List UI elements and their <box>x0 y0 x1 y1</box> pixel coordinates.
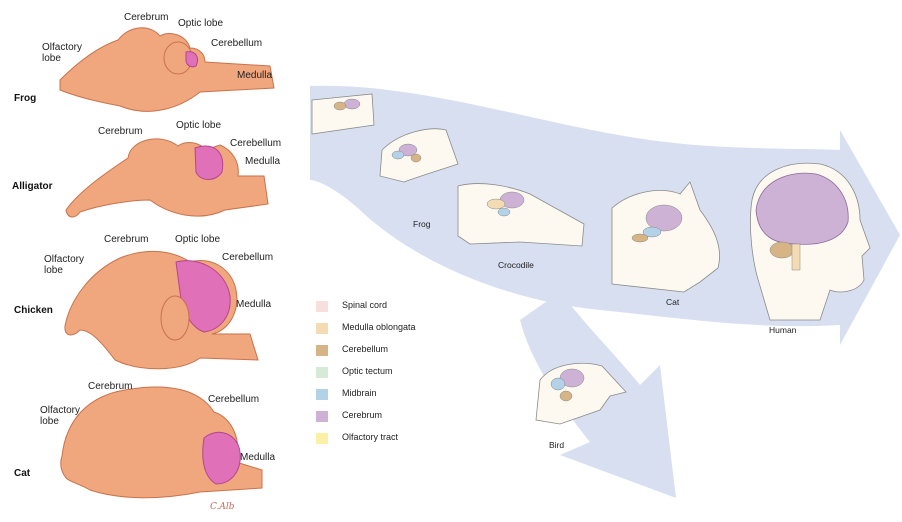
cat-medulla-label: Medulla <box>240 452 275 463</box>
legend-label: Medulla oblongata <box>342 322 416 332</box>
alligator-cerebrum-label: Cerebrum <box>98 126 142 137</box>
chicken-optic-lobe-label: Optic lobe <box>175 234 220 245</box>
chicken-cerebellum-label: Cerebellum <box>222 252 273 263</box>
chicken-cerebrum-label: Cerebrum <box>104 234 148 245</box>
alligator-cerebellum-label: Cerebellum <box>230 138 281 149</box>
evolution-label-human: Human <box>769 325 796 335</box>
alligator-optic-lobe-label: Optic lobe <box>176 120 221 131</box>
chicken-olfactory-lobe-label: Olfactory lobe <box>44 254 84 276</box>
artist-signature: C.Alb <box>210 502 235 512</box>
legend-label: Cerebellum <box>342 344 388 354</box>
evolution-label-frog: Frog <box>413 219 430 229</box>
frog-medulla-label: Medulla <box>237 70 272 81</box>
frog-cerebrum-label: Cerebrum <box>124 12 168 23</box>
species-cat-label: Cat <box>14 468 30 479</box>
legend-swatch <box>316 345 328 356</box>
frog-optic-lobe-label: Optic lobe <box>178 18 223 29</box>
cat-cerebrum-label: Cerebrum <box>88 381 132 392</box>
species-chicken-label: Chicken <box>14 305 53 316</box>
legend-swatch <box>316 301 328 312</box>
legend-label: Olfactory tract <box>342 432 398 442</box>
legend-swatch <box>316 433 328 444</box>
frog-cerebellum-label: Cerebellum <box>211 38 262 49</box>
legend-swatch <box>316 411 328 422</box>
alligator-medulla-label: Medulla <box>245 156 280 167</box>
legend-label: Spinal cord <box>342 300 387 310</box>
legend-swatch <box>316 389 328 400</box>
legend-swatch <box>316 367 328 378</box>
alligator-brain-illustration <box>66 139 268 217</box>
legend-label: Optic tectum <box>342 366 393 376</box>
legend-swatch <box>316 323 328 334</box>
evolution-label-bird: Bird <box>549 440 564 450</box>
evolution-label-crocodile: Crocodile <box>498 260 534 270</box>
cat-cerebellum-label: Cerebellum <box>208 394 259 405</box>
legend-label: Midbrain <box>342 388 377 398</box>
species-frog-label: Frog <box>14 93 36 104</box>
evolution-label-cat: Cat <box>666 297 679 307</box>
chicken-brain-illustration <box>65 251 258 368</box>
species-alligator-label: Alligator <box>12 181 53 192</box>
cat-olfactory-lobe-label: Olfactory lobe <box>40 405 80 427</box>
frog-olfactory-lobe-label: Olfactory lobe <box>42 42 82 64</box>
chicken-medulla-label: Medulla <box>236 299 271 310</box>
legend-label: Cerebrum <box>342 410 382 420</box>
